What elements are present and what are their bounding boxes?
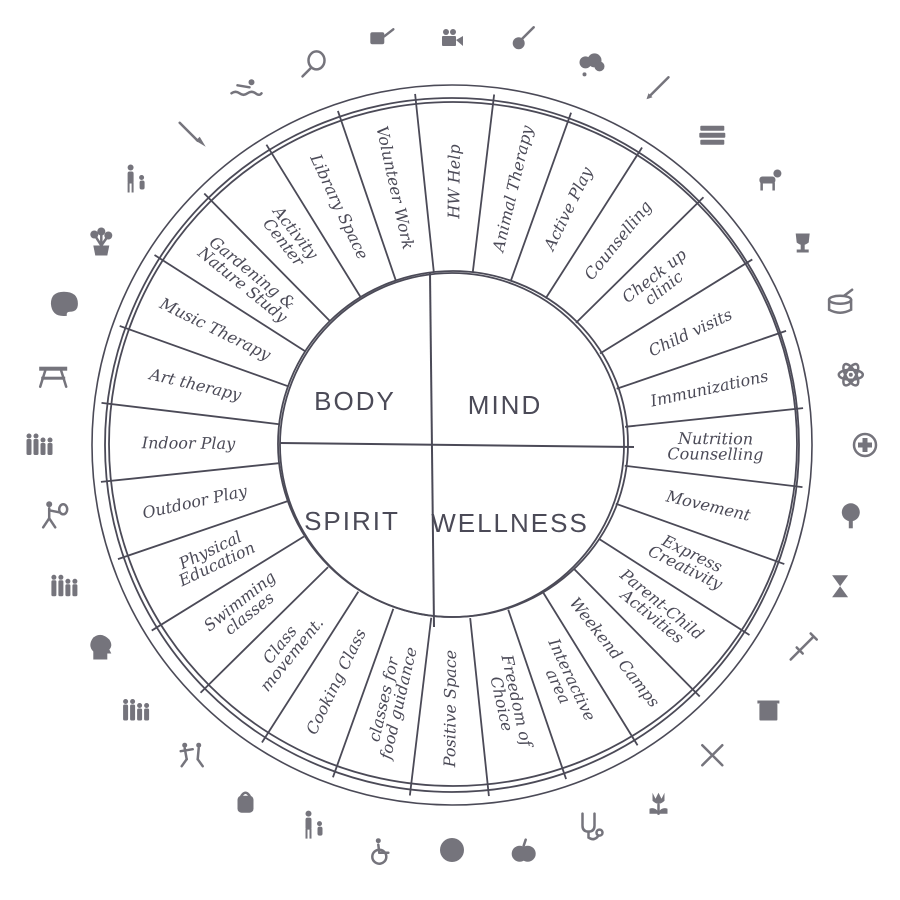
drum-icon [827,288,854,314]
thought-cloud-icon [579,53,605,77]
tree-icon [841,503,860,529]
segment-label: classes forfood guidance [361,642,421,763]
segment-label: Check upclinic [618,245,699,319]
segment-divider [154,254,306,353]
segment-divider [151,535,305,632]
segment-label: Outdoor Play [141,481,250,523]
wheel-rings [91,84,813,806]
segment-label: Immunizations [648,366,770,411]
segment-divider [414,93,435,273]
parent-child-icon [127,164,145,193]
quadrant-label-mind: MIND [468,390,542,420]
segment-divider [616,330,787,390]
quadrant-label-spirit: SPIRIT [304,506,400,536]
quadrant-cross [279,272,635,628]
medical-cross-icon [852,432,878,458]
segment-label: ActivityCenter [256,201,323,273]
paint-palette-icon [50,291,78,316]
segment-divider [199,566,329,694]
segment-divider [332,608,395,778]
ring-3 [108,101,798,787]
ring-4 [91,84,813,806]
wheelchair-icon [371,838,390,865]
segment-divider [624,464,803,489]
basketball-icon [440,838,464,862]
segment-divider [598,537,750,636]
segment-divider [599,258,753,355]
cross-vertical [429,272,435,628]
quadrant-labels: BODY MIND SPIRIT WELLNESS [304,386,589,538]
potted-flowers-icon [90,227,113,256]
crowd-icon [26,433,53,455]
segment-label: Positive Space [440,650,460,769]
guitar-icon [512,26,535,50]
segment-divider [544,147,643,299]
hourglass-icon [832,575,849,598]
backpack-icon [237,791,254,813]
tennis-player-icon [41,501,69,529]
atom-icon [837,362,865,387]
segment-divider [615,502,785,565]
family-icon [123,699,150,721]
picnic-table-icon [38,366,68,388]
dog-icon [759,169,782,191]
utensils-icon [701,743,724,767]
segment-divider [542,592,639,746]
paintbrush-icon [178,121,206,147]
segment-divider [624,407,804,428]
stethoscope-icon [581,812,604,841]
video-camera-icon [442,29,463,46]
quadrant-label-wellness: WELLNESS [431,508,589,538]
segment-dividers [100,93,804,797]
segment-label: ExpressCreativity [645,527,733,594]
segment-label: Indoor Play [141,433,236,453]
segment-label: PhysicalEducation [168,524,258,591]
segment-label: Animal Therapy [488,123,537,256]
watering-can-icon [370,28,395,45]
head-gears-icon [90,634,112,660]
swimmer-icon [230,79,263,97]
trophy-icon [795,233,810,253]
segment-divider [337,110,397,281]
segment-label: HW Help [444,144,464,219]
segment-divider [507,609,567,780]
segment-label: Art therapy [146,364,244,405]
dancing-kids-icon [179,742,204,768]
segment-divider [575,196,705,324]
parent-child-walking-icon [305,810,323,839]
tennis-racket-icon [301,50,326,78]
segment-divider [119,325,289,388]
segment-divider [117,500,288,560]
segment-divider [265,144,362,298]
segment-divider [471,94,496,273]
segment-divider [573,568,701,698]
segment-divider [469,617,490,797]
segment-divider [408,617,433,796]
tulip-icon [649,792,668,815]
segment-label: Interactivearea [530,635,599,731]
outer-icons [26,26,878,865]
ring-2 [104,97,800,793]
pencil-icon [646,76,670,100]
syringe-icon [789,632,818,661]
family-group-icon [51,574,78,597]
segment-divider [100,462,280,483]
apple-icon [511,838,536,862]
segment-divider [203,192,331,322]
segment-divider [509,112,572,282]
segment-label: Movement [663,486,752,525]
segment-divider [261,591,360,743]
recycle-bin-icon [757,700,780,721]
ring-1 [277,270,629,618]
cross-horizontal [279,442,635,448]
quadrant-label-body: BODY [314,386,396,416]
segment-divider [101,401,280,426]
books-icon [699,125,726,145]
